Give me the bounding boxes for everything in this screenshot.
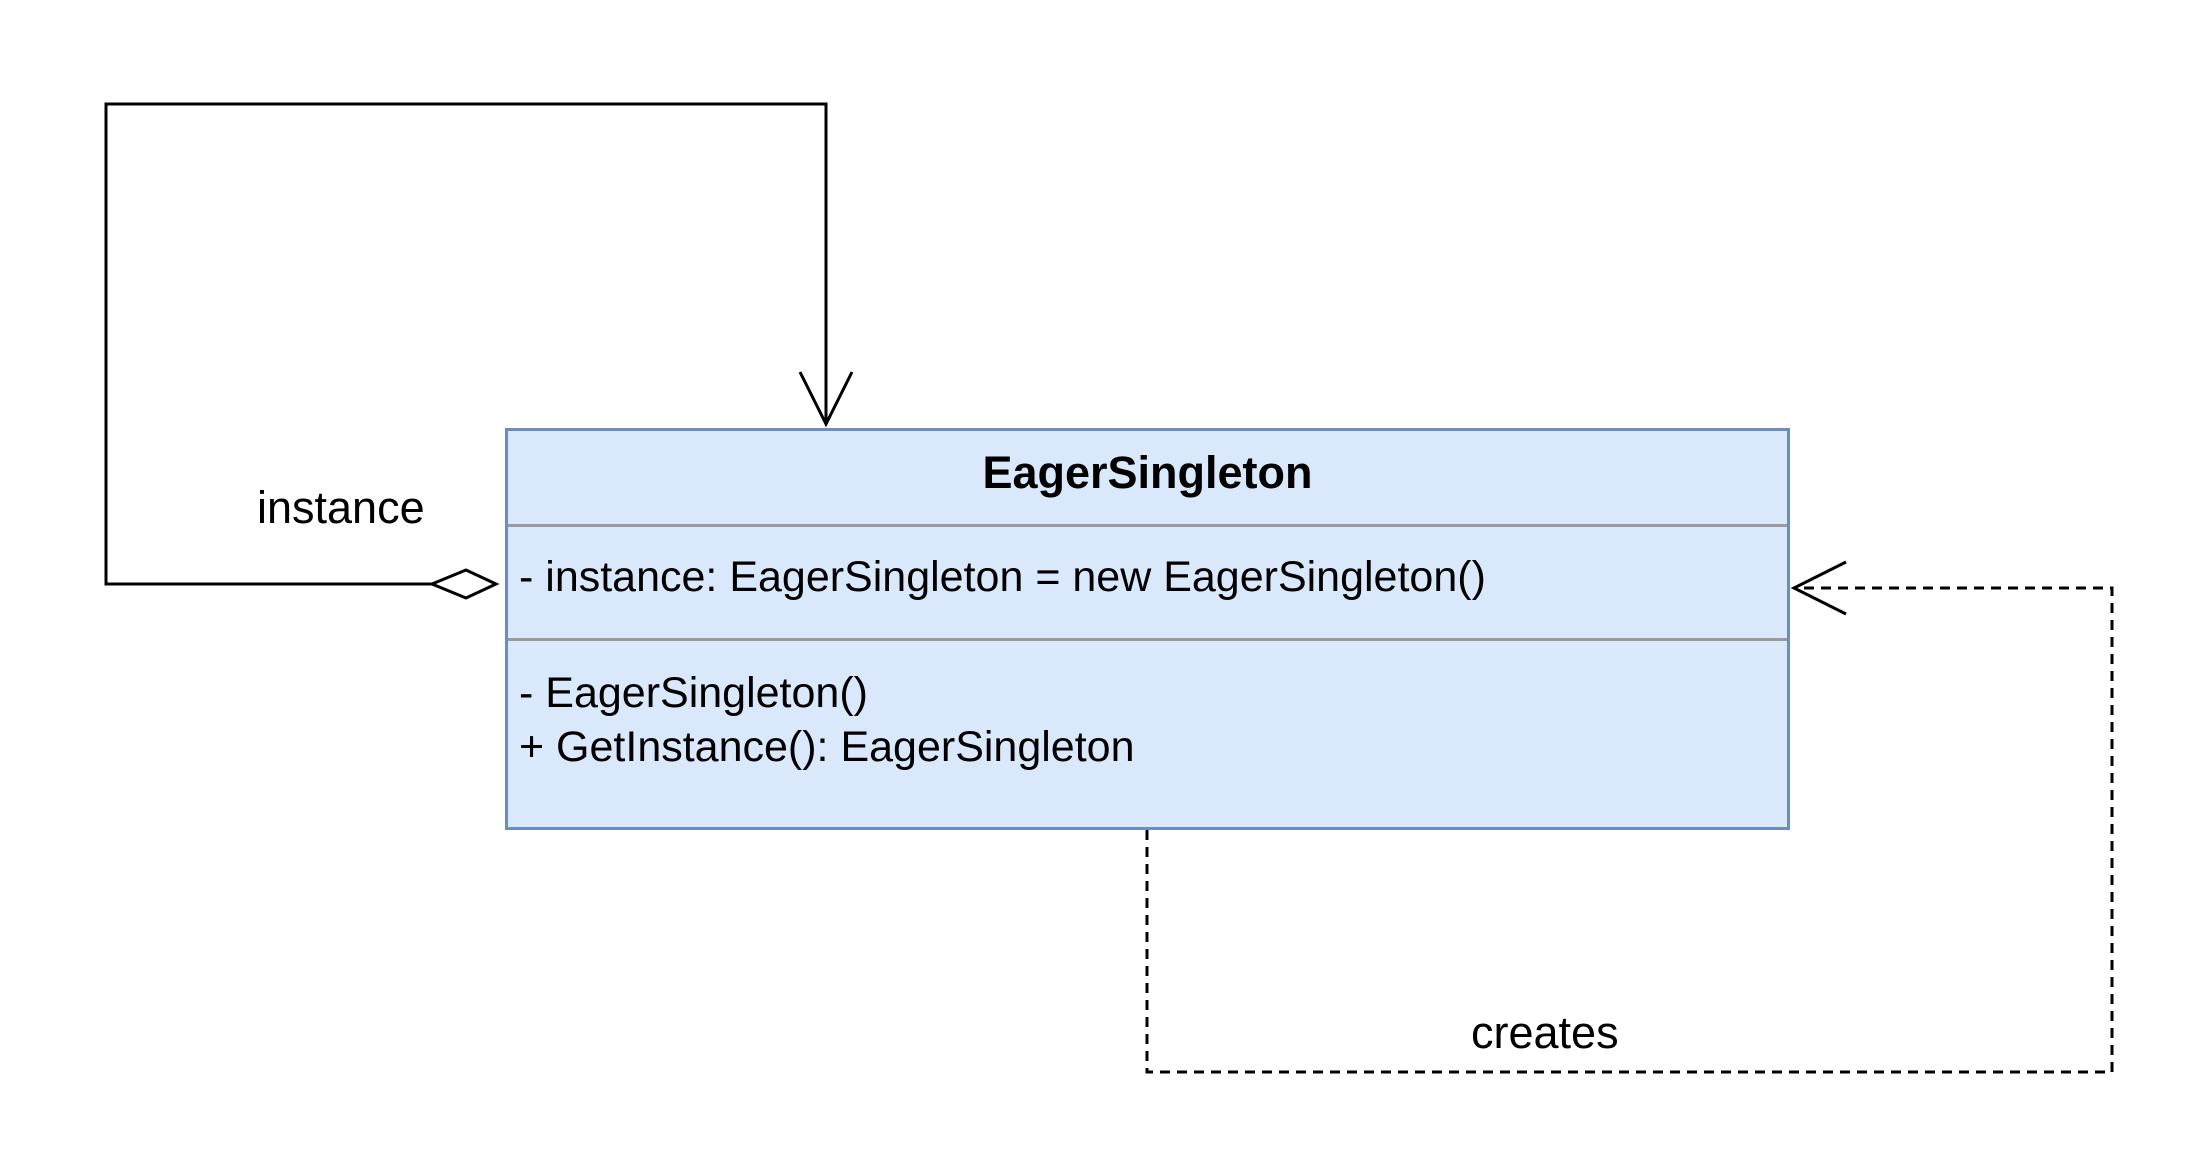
class-operation-get-instance: + GetInstance(): EagerSingleton — [519, 723, 1135, 771]
class-separator-attributes — [508, 524, 1787, 527]
dependency-line — [1145, 586, 2114, 1074]
aggregation-label: instance — [257, 482, 425, 533]
dependency-arrowhead — [1790, 560, 1847, 616]
class-separator-operations — [508, 638, 1787, 641]
aggregation-diamond — [428, 568, 500, 600]
dependency-label: creates — [1471, 1007, 1619, 1058]
class-eager-singleton[interactable]: EagerSingleton - instance: EagerSingleto… — [505, 428, 1790, 830]
class-attribute: - instance: EagerSingleton = new EagerSi… — [519, 553, 1486, 601]
aggregation-line — [104, 102, 828, 586]
class-name: EagerSingleton — [982, 447, 1313, 498]
class-operation-constructor: - EagerSingleton() — [519, 669, 868, 717]
aggregation-arrowhead — [798, 371, 854, 428]
